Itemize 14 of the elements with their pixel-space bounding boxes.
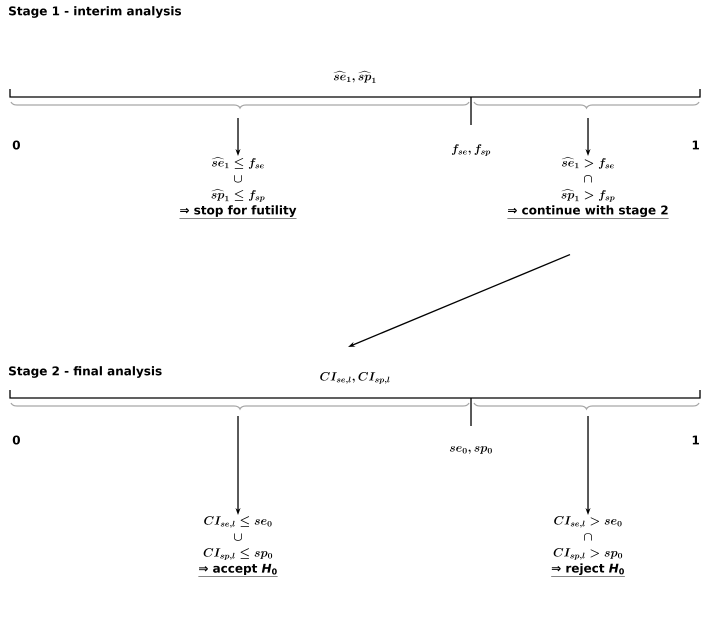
- axis-end-label: 1: [692, 436, 699, 444]
- axis-formula: $\widehat{se}_1 , \widehat{sp}_1$: [334, 70, 376, 83]
- axis-end-label: 1: [692, 140, 699, 150]
- section-heading: Stage 1 - interim analysis: [9, 6, 182, 18]
- condition-block: $CI_{se,l} > se_0$ $\cap$ $CI_{sp,l} > sp_0$ ⇒ reject H$_{0}$: [550, 516, 626, 577]
- section-heading: Stage 2 - final analysis: [9, 366, 162, 378]
- condition-block: $\widehat{se}_1 \le f_{se}$ $\cup$ $\widehat{sp}_1 \le f_{sp}$ ⇒ stop for futility: [179, 156, 297, 219]
- axis-end-label: 0: [12, 435, 20, 445]
- condition-block: $\widehat{se}_1 > f_{se}$ $\cap$ $\widehat{sp}_1 > f_{sp}$ ⇒ continue with stage 2: [507, 156, 669, 219]
- axis-formula: $CI_{se,l} , CI_{sp,l}$: [320, 372, 390, 384]
- threshold-formula: $se_0 , sp_0$: [450, 446, 492, 454]
- axis-end-label: 0: [12, 140, 20, 150]
- condition-block: $CI_{se,l} \le se_0$ $\cup$ $CI_{sp,l} \le sp_0$ ⇒ accept H$_{0}$: [198, 516, 278, 577]
- threshold-formula: $f_{se} , f_{sp}$: [452, 144, 490, 156]
